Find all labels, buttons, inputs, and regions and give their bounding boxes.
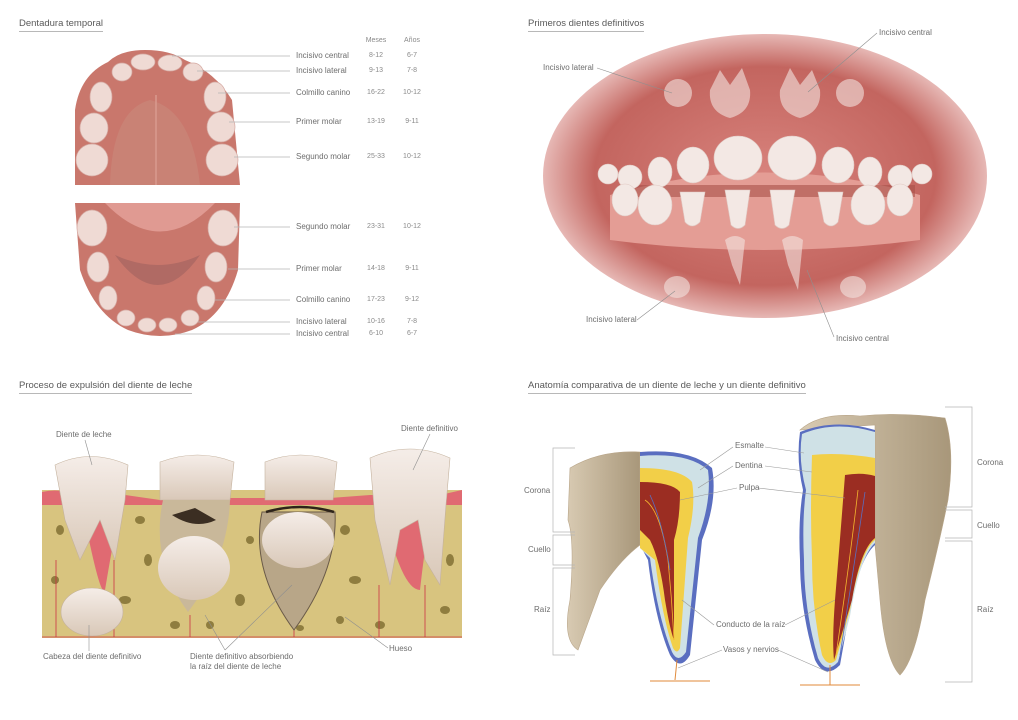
upper-tooth-name: Colmillo canino (296, 88, 351, 97)
label-vessels-nerves: Vasos y nervios (723, 645, 779, 654)
upper-months: 9-13 (368, 67, 383, 74)
column-header-months: Meses (365, 37, 387, 44)
lower-months: 10-16 (367, 318, 385, 325)
lower-tooth-name: Segundo molar (296, 222, 351, 231)
anatomy-illustration (567, 414, 952, 686)
label-absorbing-line-2: la raíz del diente de leche (190, 662, 282, 671)
panel-title-expulsion: Proceso de expulsión del diente de leche (19, 380, 193, 394)
upper-years: 9-11 (405, 118, 419, 125)
label-right-crown: Corona (977, 458, 1004, 467)
label-milk-tooth: Diente de leche (56, 430, 112, 439)
upper-years: 10-12 (403, 153, 421, 160)
label-root-canal: Conducto de la raíz (716, 620, 786, 629)
open-mouth-illustration (543, 34, 987, 318)
upper-years: 7-8 (406, 67, 418, 74)
upper-months: 16-22 (367, 89, 385, 96)
region-brackets (552, 406, 973, 683)
upper-tooth-name: Incisivo central (296, 51, 349, 60)
expulsion-leader-lines (84, 433, 431, 651)
lower-months: 17-23 (367, 296, 385, 303)
panel-title-anatomia: Anatomía comparativa de un diente de lec… (528, 380, 806, 394)
lower-tooth-name: Primer molar (296, 264, 342, 273)
upper-years: 6-7 (406, 52, 418, 59)
lower-months: 14-18 (367, 265, 385, 272)
upper-months: 25-33 (367, 153, 385, 160)
label-right-neck: Cuello (977, 521, 1000, 530)
label-left-root: Raíz (534, 605, 551, 614)
panel-title-temporal: Dentadura temporal (19, 18, 103, 32)
panel-title-definitivos: Primeros dientes definitivos (528, 18, 645, 32)
label-upper-lateral-incisor: Incisivo lateral (543, 63, 594, 72)
upper-jaw-illustration (75, 50, 240, 185)
upper-tooth-name: Segundo molar (296, 152, 351, 161)
lower-months: 6-10 (368, 330, 383, 337)
temporal-leader-lines (172, 55, 290, 335)
anatomy-leader-lines (677, 446, 846, 673)
lower-years: 10-12 (403, 223, 421, 230)
lower-tooth-name: Incisivo lateral (296, 317, 347, 326)
label-lower-central-incisor: Incisivo central (836, 334, 889, 343)
label-absorbing-line-1: Diente definitivo absorbiendo (190, 652, 294, 661)
definitivos-leader-lines (596, 32, 878, 338)
lower-years: 9-12 (404, 296, 419, 303)
label-dentin: Dentina (735, 461, 763, 470)
label-permanent-tooth-head: Cabeza del diente definitivo (43, 652, 142, 661)
upper-months: 8-12 (368, 52, 383, 59)
label-right-root: Raíz (977, 605, 994, 614)
upper-tooth-name: Primer molar (296, 117, 342, 126)
upper-months: 13-19 (367, 118, 385, 125)
lower-jaw-illustration (75, 203, 240, 336)
label-permanent-tooth: Diente definitivo (401, 424, 458, 433)
lower-tooth-name: Colmillo canino (296, 295, 351, 304)
label-upper-central-incisor: Incisivo central (879, 28, 932, 37)
expulsion-illustration (42, 448, 462, 638)
label-left-crown: Corona (524, 486, 551, 495)
lower-months: 23-31 (367, 223, 385, 230)
lower-years: 7-8 (406, 318, 418, 325)
label-left-neck: Cuello (528, 545, 551, 554)
upper-tooth-name: Incisivo lateral (296, 66, 347, 75)
label-lower-lateral-incisor: Incisivo lateral (586, 315, 637, 324)
upper-years: 10-12 (403, 89, 421, 96)
label-enamel: Esmalte (735, 441, 764, 450)
column-header-years: Años (404, 37, 420, 44)
label-pulp: Pulpa (739, 483, 760, 492)
lower-years: 6-7 (406, 330, 418, 337)
lower-tooth-name: Incisivo central (296, 329, 349, 338)
lower-years: 9-11 (405, 265, 419, 272)
label-bone: Hueso (389, 644, 413, 653)
